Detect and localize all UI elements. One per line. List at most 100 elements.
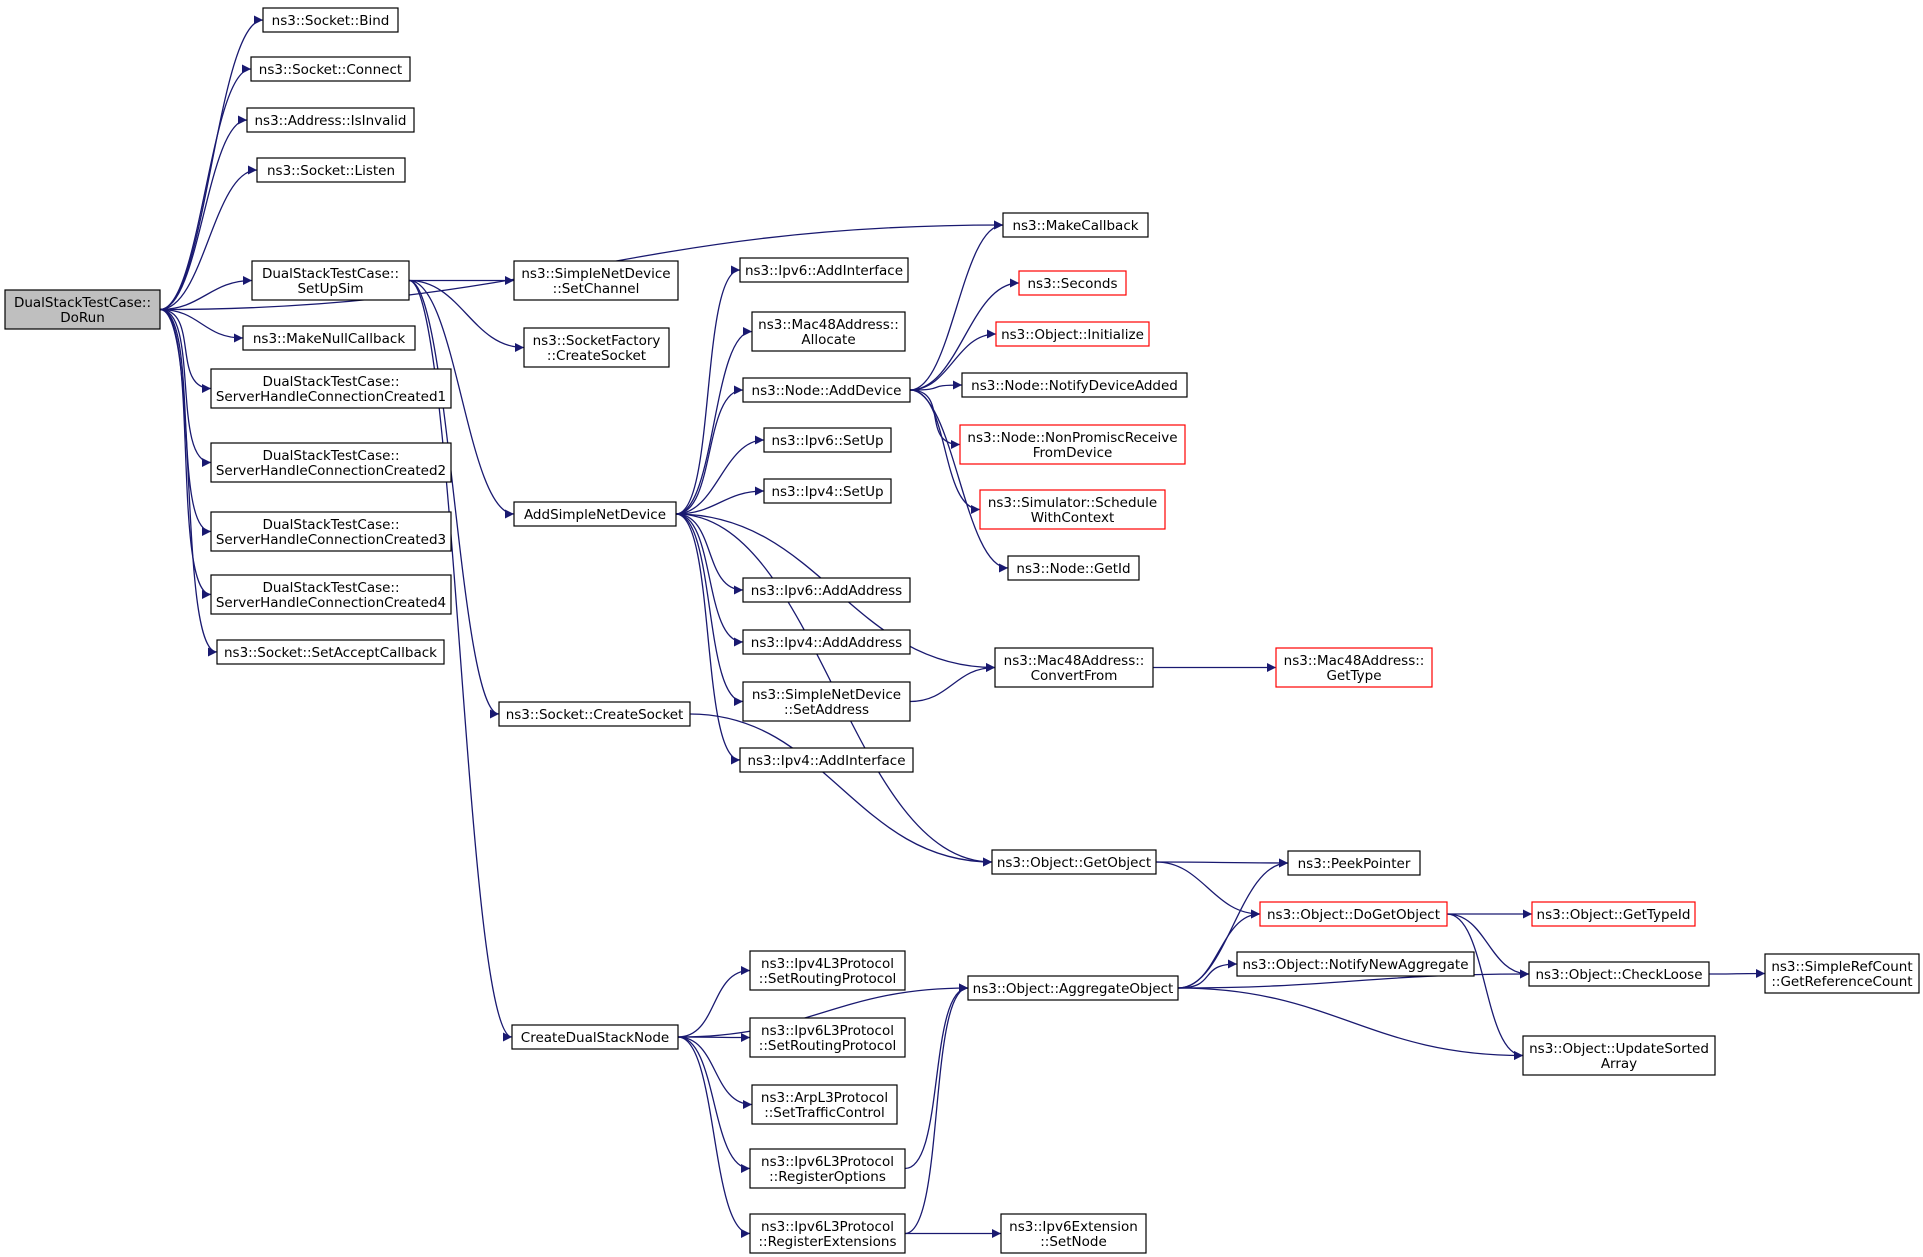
node-box (967, 975, 1179, 1001)
node-makenullcallback[interactable]: ns3::MakeNullCallback (242, 325, 416, 351)
node-notifynewaggregate[interactable]: ns3::Object::NotifyNewAggregate (1236, 951, 1475, 977)
node-shcc2[interactable]: DualStackTestCase::ServerHandleConnectio… (210, 442, 452, 483)
node-box (751, 311, 906, 352)
node-isinvalid[interactable]: ns3::Address::IsInvalid (246, 107, 415, 133)
node-seconds[interactable]: ns3::Seconds (1018, 270, 1127, 296)
node-label: WithContext (1031, 510, 1115, 526)
node-ipv6extsetnode[interactable]: ns3::Ipv6Extension::SetNode (1000, 1213, 1147, 1254)
node-objaggregate[interactable]: ns3::Object::AggregateObject (967, 975, 1179, 1001)
edge-objdogetobject-to-updatesorted (1446, 913, 1524, 1060)
node-label: ns3::Ipv6::SetUp (771, 433, 883, 449)
node-sndsetaddress[interactable]: ns3::SimpleNetDevice::SetAddress (742, 681, 911, 722)
node-notifydeviceadded[interactable]: ns3::Node::NotifyDeviceAdded (961, 372, 1188, 398)
node-nodeadddevice[interactable]: ns3::Node::AddDevice (742, 377, 911, 403)
node-objinitialize[interactable]: ns3::Object::Initialize (995, 321, 1150, 347)
edge-path (677, 1032, 751, 1042)
node-addsimplenetdevice[interactable]: AddSimpleNetDevice (513, 501, 677, 527)
node-mac48allocate[interactable]: ns3::Mac48Address::Allocate (751, 311, 906, 352)
node-box (210, 511, 452, 552)
node-ipv6addinterface[interactable]: ns3::Ipv6::AddInterface (739, 257, 909, 283)
node-setchannel[interactable]: ns3::SimpleNetDevice::SetChannel (513, 260, 679, 301)
node-ipv6addaddress[interactable]: ns3::Ipv6::AddAddress (742, 577, 911, 603)
node-box (739, 257, 909, 283)
node-label: ServerHandleConnectionCreated4 (216, 595, 446, 611)
node-objdogetobject[interactable]: ns3::Object::DoGetObject (1259, 901, 1448, 927)
node-box (742, 577, 911, 603)
node-shcc1[interactable]: DualStackTestCase::ServerHandleConnectio… (210, 368, 452, 409)
edge-dorun-to-shcc2 (159, 308, 212, 467)
node-setacceptcallback[interactable]: ns3::Socket::SetAcceptCallback (216, 639, 445, 665)
node-box (4, 289, 161, 330)
node-mac48gettype[interactable]: ns3::Mac48Address::GetType (1275, 647, 1433, 688)
edge-path (408, 279, 500, 719)
node-connect[interactable]: ns3::Socket::Connect (250, 56, 411, 82)
node-ipv6setup[interactable]: ns3::Ipv6::SetUp (763, 427, 892, 453)
node-label: ::SetNode (1040, 1234, 1107, 1250)
node-socketcreatesocket[interactable]: ns3::Socket::CreateSocket (498, 701, 691, 727)
node-shcc3[interactable]: DualStackTestCase::ServerHandleConnectio… (210, 511, 452, 552)
edge-dorun-to-setupsim (159, 276, 253, 311)
node-ipv4l3setrouting[interactable]: ns3::Ipv4L3Protocol::SetRoutingProtocol (749, 950, 906, 991)
node-label: ::SetAddress (784, 702, 869, 718)
edge-nodeadddevice-to-nodegetid (909, 389, 1009, 573)
node-nodegetid[interactable]: ns3::Node::GetId (1007, 555, 1140, 581)
node-ipv6l3setrouting[interactable]: ns3::Ipv6L3Protocol::SetRoutingProtocol (749, 1017, 906, 1058)
node-label: Array (1601, 1056, 1637, 1072)
edge-addsimplenetdevice-to-ipv4setup (675, 486, 765, 515)
node-ipv4addaddress[interactable]: ns3::Ipv4::AddAddress (742, 629, 911, 655)
node-objcheckloose[interactable]: ns3::Object::CheckLoose (1528, 961, 1710, 987)
node-ipv6l3regoptions[interactable]: ns3::Ipv6L3Protocol::RegisterOptions (749, 1148, 906, 1189)
node-objgettypeid[interactable]: ns3::Object::GetTypeId (1531, 901, 1696, 927)
edge-nodeadddevice-to-objinitialize (909, 329, 997, 391)
edge-path (675, 513, 744, 595)
node-objgetobject[interactable]: ns3::Object::GetObject (991, 849, 1157, 875)
edge-dorun-to-isinvalid (159, 115, 248, 311)
node-box (749, 1213, 906, 1254)
node-label: ::SetRoutingProtocol (759, 971, 896, 987)
node-dorun[interactable]: DualStackTestCase::DoRun (4, 289, 161, 330)
node-ipv4setup[interactable]: ns3::Ipv4::SetUp (763, 478, 892, 504)
node-ipv6l3regext[interactable]: ns3::Ipv6L3Protocol::RegisterExtensions (749, 1213, 906, 1254)
edge-addsimplenetdevice-to-ipv4addaddress (675, 513, 744, 647)
node-peekpointer[interactable]: ns3::PeekPointer (1287, 850, 1421, 876)
edge-path (904, 983, 969, 1170)
node-box (749, 1017, 906, 1058)
node-box (763, 427, 892, 453)
node-label: CreateDualStackNode (521, 1030, 669, 1046)
node-label: FromDevice (1033, 445, 1113, 461)
node-label: ns3::MakeCallback (1012, 218, 1138, 234)
node-mac48convertfrom[interactable]: ns3::Mac48Address::ConvertFrom (994, 647, 1154, 688)
node-label: ServerHandleConnectionCreated3 (216, 532, 446, 548)
node-label: ns3::Mac48Address:: (758, 317, 899, 333)
node-box (995, 321, 1150, 347)
edge-objaggregate-to-objdogetobject (1177, 909, 1261, 989)
node-box (1764, 953, 1920, 994)
node-box (739, 747, 914, 773)
edge-addsimplenetdevice-to-sndsetaddress (675, 513, 744, 706)
node-label: ns3::Socket::Bind (272, 13, 390, 29)
node-label: DualStackTestCase:: (262, 266, 399, 282)
edge-path (675, 513, 744, 706)
edge-path (408, 279, 525, 352)
node-shcc4[interactable]: DualStackTestCase::ServerHandleConnectio… (210, 574, 452, 615)
edge-path (909, 380, 963, 391)
node-listen[interactable]: ns3::Socket::Listen (256, 157, 406, 183)
node-getrefcount[interactable]: ns3::SimpleRefCount::GetReferenceCount (1764, 953, 1920, 994)
node-box (498, 701, 691, 727)
node-arpsettraffic[interactable]: ns3::ArpL3Protocol::SetTrafficControl (751, 1084, 898, 1125)
node-ipv4addinterface[interactable]: ns3::Ipv4::AddInterface (739, 747, 914, 773)
edge-dorun-to-shcc1 (159, 308, 212, 393)
node-sfcreatesocket[interactable]: ns3::SocketFactory::CreateSocket (523, 327, 670, 368)
node-createdualstacknode[interactable]: CreateDualStackNode (511, 1024, 679, 1050)
node-makecallback[interactable]: ns3::MakeCallback (1002, 212, 1149, 238)
node-label: ns3::SimpleNetDevice (752, 687, 901, 703)
node-label: ns3::Ipv4::AddInterface (747, 753, 905, 769)
node-setupsim[interactable]: DualStackTestCase::SetUpSim (251, 260, 410, 301)
edge-addsimplenetdevice-to-ipv6addaddress (675, 513, 744, 595)
edge-addsimplenetdevice-to-ipv6addinterface (675, 265, 741, 515)
node-bind[interactable]: ns3::Socket::Bind (262, 7, 399, 33)
